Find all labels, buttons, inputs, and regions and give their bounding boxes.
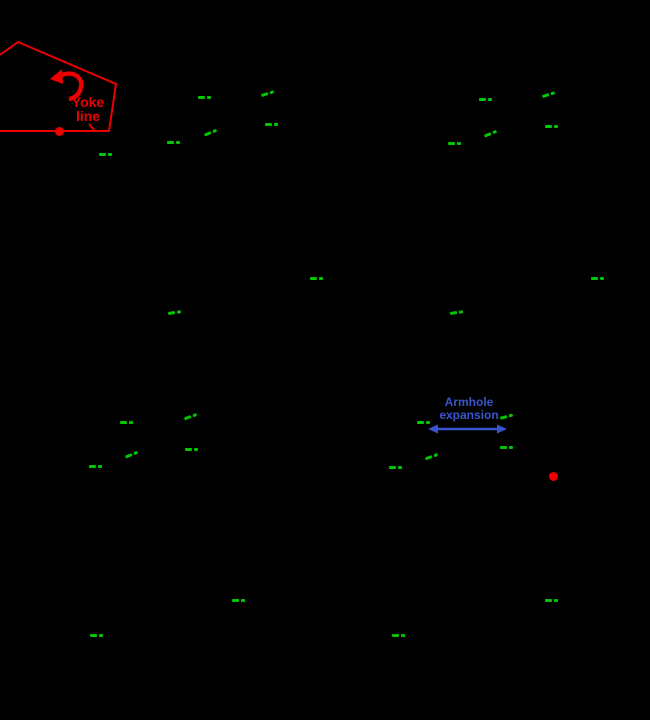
notch-mark	[120, 421, 134, 424]
notch-mark	[124, 450, 139, 459]
notch-mark	[167, 310, 182, 315]
notch-mark	[183, 413, 198, 421]
notch-mark	[541, 91, 556, 99]
pattern-dot	[548, 471, 558, 481]
armhole-expansion-label-line2: expansion	[439, 408, 499, 422]
notch-mark	[185, 448, 199, 451]
notch-mark	[89, 465, 103, 468]
notch-mark	[265, 123, 279, 126]
rotation-arrowhead-icon	[50, 69, 63, 84]
notch-mark	[545, 125, 559, 128]
notch-mark	[392, 634, 406, 637]
armhole-expansion-label-line1: Armhole	[444, 395, 494, 409]
notch-mark	[90, 634, 104, 637]
pattern-dot	[54, 126, 64, 136]
notch-mark	[99, 153, 113, 156]
notch-mark	[198, 96, 212, 99]
notch-mark	[449, 310, 464, 315]
armhole-expansion-arrow-icon	[428, 424, 507, 434]
notch-mark	[167, 141, 181, 144]
armhole-expansion-label: Armhole expansion	[430, 396, 508, 422]
notch-mark	[389, 466, 403, 469]
notch-mark	[260, 90, 275, 98]
notch-mark	[591, 277, 605, 280]
notch-mark	[232, 599, 246, 602]
yoke-line-label-line2: line	[75, 108, 101, 124]
yoke-label-leader-line	[88, 123, 96, 132]
notch-mark	[310, 277, 324, 280]
notch-mark	[424, 453, 439, 461]
notch-mark	[483, 129, 498, 138]
notch-mark	[545, 599, 559, 602]
notch-mark	[479, 98, 493, 101]
notch-mark	[500, 446, 514, 449]
yoke-line-label-line1: Yoke	[71, 94, 105, 110]
notch-mark	[417, 421, 431, 424]
notch-mark	[203, 128, 218, 137]
notch-mark	[448, 142, 462, 145]
yoke-line-label: Yoke line	[66, 95, 110, 123]
